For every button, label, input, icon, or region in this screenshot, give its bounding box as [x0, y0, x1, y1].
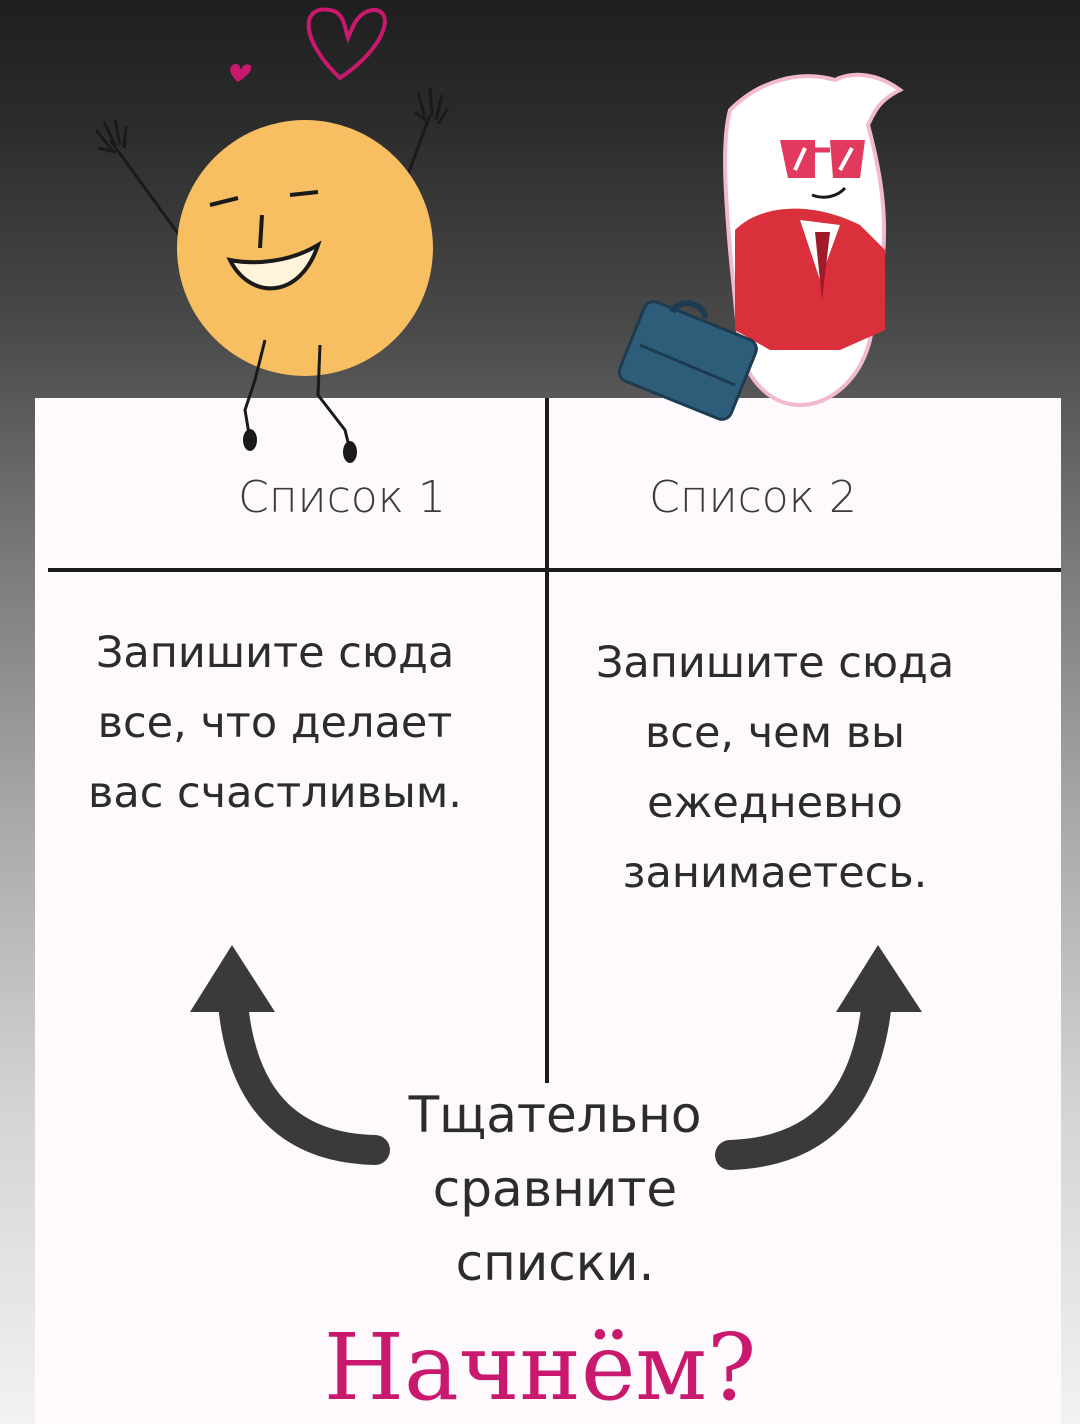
curved-arrow-icon — [190, 945, 922, 1170]
happy-character-icon — [94, 87, 450, 463]
heart-icon — [230, 7, 387, 82]
list-2-title: Список 2 — [649, 472, 857, 523]
list-1-title: Список 1 — [238, 472, 446, 523]
list-2-instruction: Запишите сюда все, чем вы ежедневно зани… — [595, 638, 955, 898]
businessman-character-icon — [617, 72, 904, 421]
compare-instruction: Тщательно сравните списки. — [408, 1086, 702, 1292]
header-divider — [48, 568, 1061, 572]
call-to-action: Начнём? — [323, 1314, 757, 1421]
list-1-instruction: Запишите сюда все, что делает вас счастл… — [88, 628, 462, 818]
column-divider — [545, 398, 549, 1083]
